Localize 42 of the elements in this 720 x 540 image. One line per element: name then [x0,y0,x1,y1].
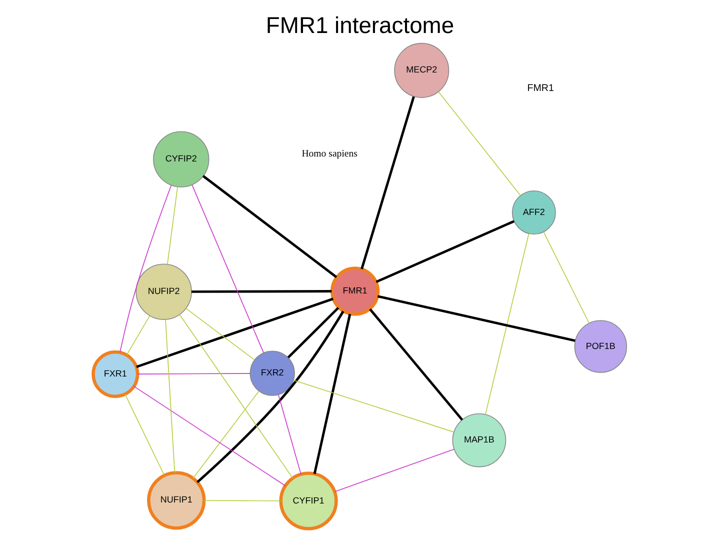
connector [192,290,332,293]
connector [543,232,590,324]
connector [124,394,165,476]
connector [202,175,338,278]
connector [196,310,344,484]
connector [179,314,294,479]
connector [287,306,340,358]
label: FMR1 [527,83,554,94]
connector [192,184,264,354]
connector [334,448,454,492]
connector [376,220,515,283]
node-circle: FXR2 [250,350,295,396]
connector [293,380,454,432]
connector [192,390,260,479]
connector [278,394,302,475]
node-circle: FMR1 [330,266,380,316]
connector [137,373,251,374]
node-circle: NUFIP1 [147,471,206,530]
node-circle: MAP1B [452,413,506,468]
connector [438,91,521,196]
connector [134,386,286,486]
label: Homo sapiens [302,148,358,160]
node-circle: AFF2 [512,190,556,235]
node-circle: MECP2 [394,42,450,98]
connector [126,315,150,356]
connector [377,295,576,342]
diagram-title: FMR1 interactome [266,12,454,38]
node-circle: CYFIP1 [279,472,338,530]
connector [313,314,352,474]
connector [136,298,334,368]
connector [120,184,172,353]
connector [485,233,530,415]
node-circle: FXR1 [92,350,140,398]
connector [360,96,415,270]
node-circle: NUFIP2 [136,264,192,320]
node-circle: POF1B [574,320,628,373]
node-circle: CYFIP2 [153,131,210,188]
connector [165,319,176,474]
connector [185,308,255,360]
connector [204,500,282,502]
connector [167,186,178,265]
connector [369,308,464,421]
